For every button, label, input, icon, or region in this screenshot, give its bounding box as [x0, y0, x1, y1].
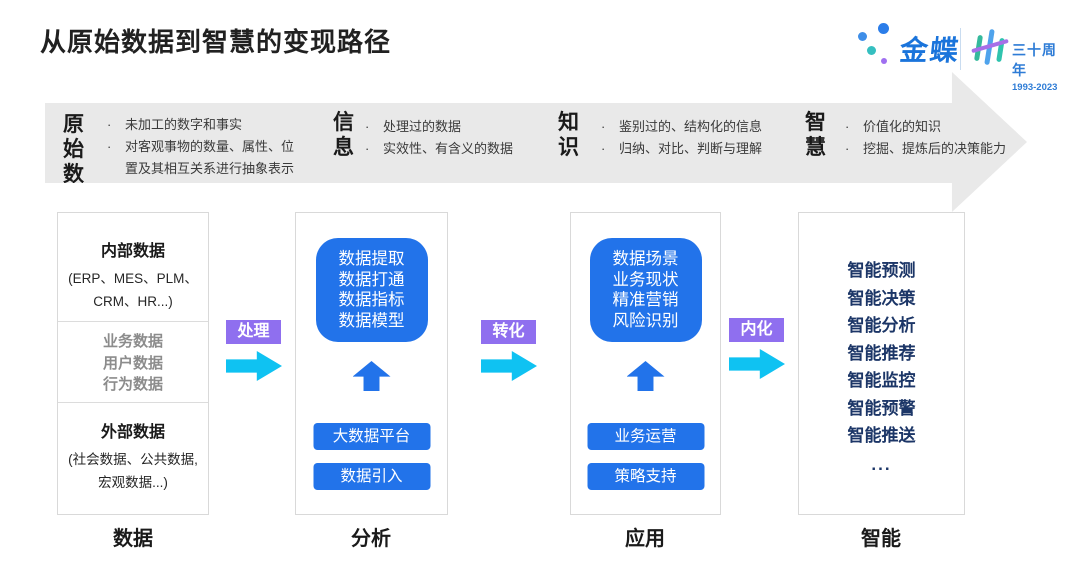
external-data-detail: (社会数据、公共数据, 宏观数据...): [68, 452, 198, 490]
bullet-icon: ·: [845, 141, 850, 156]
kingdee-logo: 金蝶 三十周年 1993-2023: [852, 18, 1067, 93]
application-box: 数据场景 业务现状 精准营销 风险识别 业务运营 策略支持: [570, 212, 721, 515]
analysis-box: 数据提取 数据打通 数据指标 数据模型 大数据平台 数据引入: [295, 212, 448, 515]
internal-data-detail: (ERP、MES、PLM、CRM、HR...): [68, 271, 198, 309]
list-item: 智能推送: [847, 426, 916, 445]
bullet-icon: ·: [365, 119, 370, 134]
data-type-item: 用户数据: [102, 354, 163, 372]
intelligence-box: 智能预测 智能决策 智能分析 智能推荐 智能监控 智能预警 智能推送 ...: [798, 212, 965, 515]
brand-name: 金蝶: [898, 35, 962, 66]
footer-label-analysis: 分析: [351, 528, 391, 550]
data-sources-box: 内部数据 (ERP、MES、PLM、CRM、HR...) 业务数据 用户数据 行…: [57, 212, 209, 515]
card-line: 数据场景: [612, 250, 679, 268]
process-label: 处理: [226, 320, 281, 344]
business-operation-button: 业务运营: [587, 423, 704, 450]
application-card: 数据场景 业务现状 精准营销 风险识别: [589, 238, 702, 342]
anniversary-text: 三十周年 1993-2023: [1012, 40, 1067, 93]
logo-dot-icon: [858, 32, 867, 41]
connector-internalize: 内化: [729, 318, 787, 379]
footer-label-application: 应用: [625, 528, 665, 550]
card-line: 数据打通: [338, 270, 405, 289]
right-arrow-icon: [226, 351, 282, 381]
stage-bullets: ·鉴别过的、结构化的信息 ·归纳、对比、判断与理解: [601, 116, 801, 160]
analysis-card: 数据提取 数据打通 数据指标 数据模型: [315, 238, 428, 342]
internalize-label: 内化: [729, 318, 784, 342]
internal-data-section: 内部数据 (ERP、MES、PLM、CRM、HR...): [58, 213, 208, 321]
data-type-item: 行为数据: [102, 376, 163, 393]
up-arrow-icon: [352, 361, 391, 391]
list-item: 智能分析: [847, 316, 916, 335]
anniversary-title: 三十周年: [1012, 42, 1057, 78]
logo-dot-icon: [878, 23, 889, 34]
stage-bullets: ·价值化的知识 ·挖掘、提炼后的决策能力: [845, 116, 1025, 160]
stage-bullets: ·未加工的数字和事实 ·对客观事物的数量、属性、位置及其相互关系进行抽象表示: [107, 114, 297, 180]
stage-label: 智 慧: [805, 111, 826, 159]
stage-label: 信 息: [333, 111, 354, 159]
card-line: 数据指标: [338, 291, 405, 309]
list-item: 智能监控: [847, 371, 916, 390]
right-arrow-icon: [481, 351, 537, 381]
bullet-icon: ·: [107, 117, 112, 132]
bullet-icon: ·: [107, 139, 112, 154]
bullet-icon: ·: [365, 141, 370, 156]
card-line: 风险识别: [612, 311, 679, 330]
logo-dot-icon: [867, 46, 876, 55]
list-item: 智能预警: [847, 398, 916, 418]
ellipsis-item: ...: [871, 454, 892, 474]
card-line: 业务现状: [612, 270, 679, 289]
footer-label-intelligence: 智能: [861, 528, 901, 550]
logo-dot-icon: [881, 58, 887, 64]
external-data-heading: 外部数据: [100, 424, 165, 441]
list-item: 智能预测: [847, 261, 916, 280]
strategy-support-button: 策略支持: [587, 463, 704, 490]
up-arrow-icon: [626, 361, 665, 391]
transform-label: 转化: [481, 320, 536, 344]
anniversary-mark-icon: [971, 26, 1010, 72]
bullet-icon: ·: [601, 141, 606, 156]
card-line: 数据模型: [338, 311, 405, 330]
intelligence-list: 智能预测 智能决策 智能分析 智能推荐 智能监控 智能预警 智能推送 ...: [799, 213, 964, 480]
external-data-section: 外部数据 (社会数据、公共数据, 宏观数据...): [58, 403, 208, 494]
internal-data-heading: 内部数据: [100, 243, 165, 260]
card-line: 数据提取: [338, 250, 405, 268]
data-types-section: 业务数据 用户数据 行为数据: [58, 321, 208, 403]
stage-label: 原始 数据: [63, 113, 84, 211]
page-title: 从原始数据到智慧的变现路径: [40, 27, 392, 57]
big-data-platform-button: 大数据平台: [313, 423, 430, 450]
data-import-button: 数据引入: [313, 463, 430, 490]
connector-process: 处理: [226, 320, 284, 381]
stage-arrow-banner: 原始 数据 ·未加工的数字和事实 ·对客观事物的数量、属性、位置及其相互关系进行…: [45, 72, 1027, 212]
list-item: 智能决策: [847, 288, 916, 308]
bullet-icon: ·: [601, 119, 606, 134]
anniversary-years: 1993-2023: [1012, 82, 1058, 93]
data-type-item: 业务数据: [102, 333, 163, 350]
logo-divider: [960, 28, 961, 70]
bullet-icon: ·: [845, 119, 850, 134]
list-item: 智能推荐: [847, 343, 916, 363]
card-line: 精准营销: [612, 291, 679, 309]
connector-transform: 转化: [481, 320, 539, 381]
stage-label: 知 识: [558, 111, 579, 159]
footer-label-data: 数据: [113, 528, 153, 550]
stage-bullets: ·处理过的数据 ·实效性、有含义的数据: [365, 116, 550, 160]
right-arrow-icon: [729, 349, 785, 379]
